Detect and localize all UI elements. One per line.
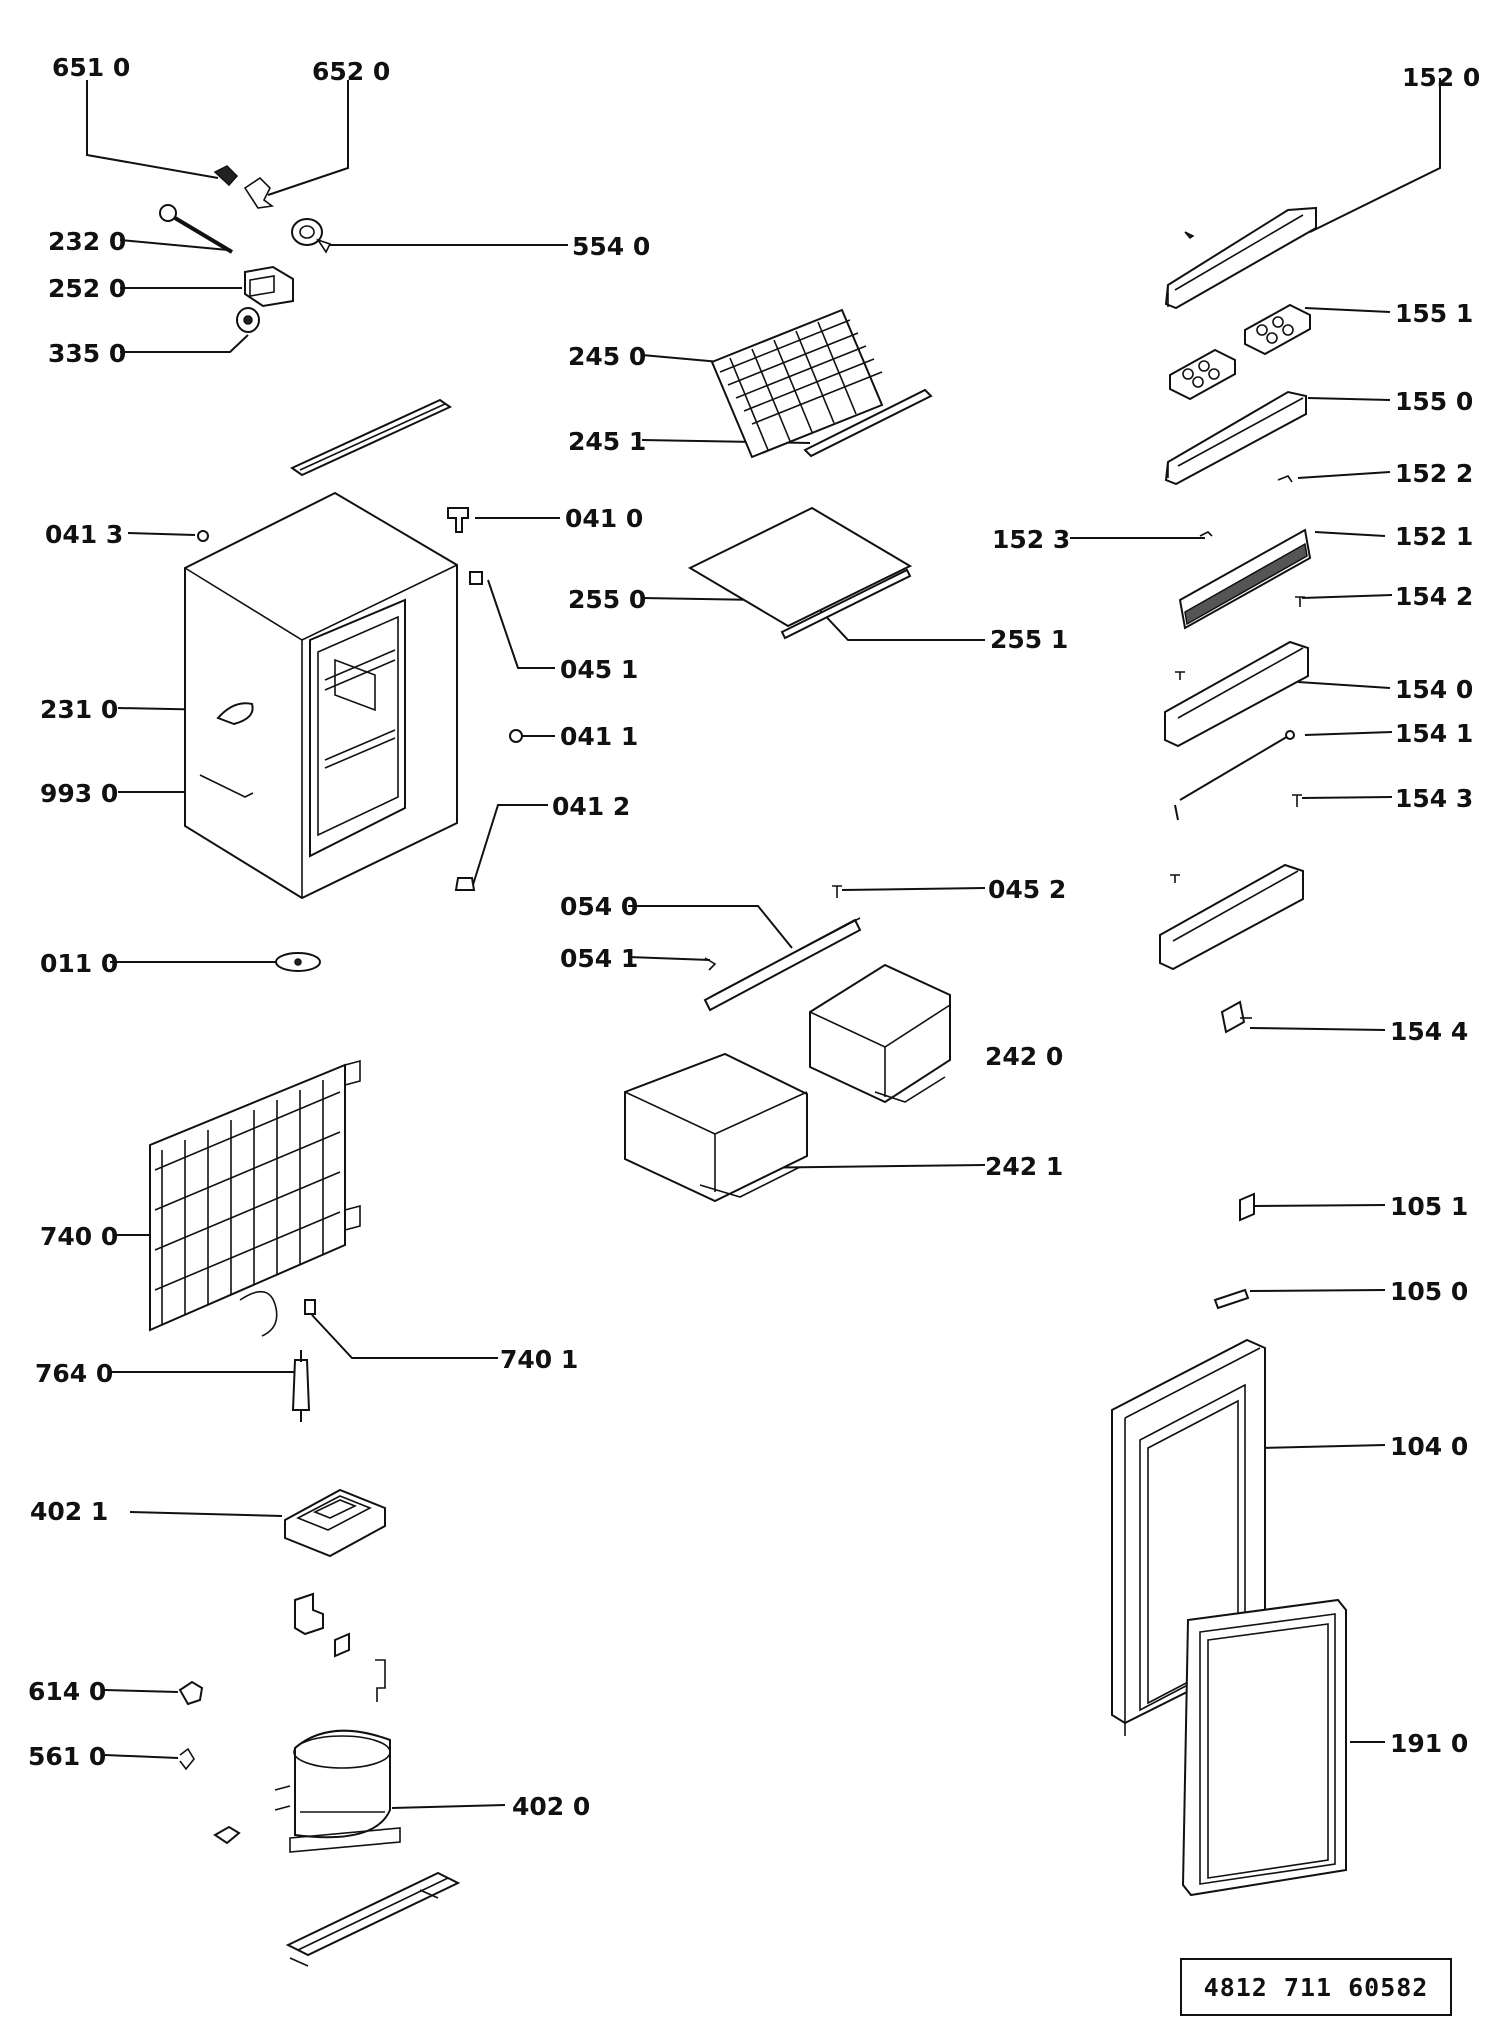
cap-614	[178, 1680, 204, 1706]
knob-335	[236, 307, 260, 333]
label-554-0: 554 0	[572, 232, 650, 261]
label-152-3: 152 3	[992, 525, 1070, 554]
small-plug-041-3	[197, 530, 209, 542]
drip-tray-402-1	[284, 1488, 386, 1558]
plug-041-1	[509, 729, 523, 743]
top-trim-strip	[289, 398, 453, 477]
bottle-shelf-152	[1164, 206, 1317, 310]
egg-tray-155-1	[1244, 303, 1311, 356]
label-740-1: 740 1	[500, 1345, 578, 1374]
label-614-0: 614 0	[28, 1677, 106, 1706]
screw-154-2	[1295, 596, 1305, 607]
screw-154-3	[1292, 794, 1302, 807]
label-154-4: 154 4	[1390, 1017, 1468, 1046]
bracket-652	[243, 176, 275, 209]
label-011-0: 011 0	[40, 949, 118, 978]
crisper-drawer-242	[809, 963, 951, 1104]
rail-054	[703, 917, 862, 1012]
label-255-1: 255 1	[990, 625, 1068, 654]
hinge-cap-105-1	[1239, 1192, 1255, 1222]
label-651-0: 651 0	[52, 53, 130, 82]
label-242-1: 242 1	[985, 1152, 1063, 1181]
label-402-1: 402 1	[30, 1497, 108, 1526]
screw-045-2	[832, 885, 842, 898]
drier-764	[291, 1350, 311, 1422]
part-labels: 651 0 652 0 232 0 554 0 252 0 335 0 245 …	[28, 53, 1480, 1821]
clip-561	[179, 1747, 195, 1771]
label-993-0: 993 0	[40, 779, 118, 808]
label-152-1: 152 1	[1395, 522, 1473, 551]
label-154-3: 154 3	[1395, 784, 1473, 813]
label-154-2: 154 2	[1395, 582, 1473, 611]
door-shelf-154	[1164, 640, 1309, 748]
pin-152-3	[1199, 531, 1213, 537]
label-041-2: 041 2	[552, 792, 630, 821]
label-154-0: 154 0	[1395, 675, 1473, 704]
grommet-740-1	[304, 1299, 316, 1315]
label-041-3: 041 3	[45, 520, 123, 549]
label-155-0: 155 0	[1395, 387, 1473, 416]
label-402-0: 402 0	[512, 1792, 590, 1821]
document-number: 4812 711 60582	[1203, 1972, 1429, 2002]
egg-shelf-155	[1164, 390, 1307, 486]
condenser-740	[149, 1059, 361, 1337]
document-number-box: 4812 711 60582	[1180, 1958, 1452, 2016]
label-054-1: 054 1	[560, 944, 638, 973]
label-335-0: 335 0	[48, 339, 126, 368]
label-105-0: 105 0	[1390, 1277, 1468, 1306]
hinge-bracket-041-0	[447, 507, 469, 533]
foot-041-2	[454, 877, 476, 891]
label-232-0: 232 0	[48, 227, 126, 256]
label-045-2: 045 2	[988, 875, 1066, 904]
washer-011	[275, 952, 321, 972]
clip-054-1	[704, 957, 717, 971]
label-152-0: 152 0	[1402, 63, 1480, 92]
thermostat-252	[244, 265, 294, 308]
clip-152-2	[1277, 475, 1293, 483]
hinge-105	[1213, 1288, 1250, 1310]
rod-154-1	[1174, 730, 1295, 821]
base-bracket	[285, 1871, 461, 1967]
pin-993	[199, 774, 254, 798]
hinge-154-4	[1220, 1000, 1252, 1034]
relay-block	[294, 1592, 386, 1702]
label-041-1: 041 1	[560, 722, 638, 751]
cabinet-body	[184, 491, 458, 900]
label-740-0: 740 0	[40, 1222, 118, 1251]
glass-shelf-255	[687, 506, 913, 640]
egg-tray-small	[1169, 348, 1236, 401]
label-054-0: 054 0	[560, 892, 638, 921]
label-764-0: 764 0	[35, 1359, 113, 1388]
label-652-0: 652 0	[312, 57, 390, 86]
thermostat-knob-651	[213, 165, 239, 187]
clip-045-1	[469, 571, 483, 585]
door-gasket-191	[1181, 1598, 1347, 1897]
thermostat-rod-232	[159, 204, 234, 254]
flap-152-1	[1178, 528, 1312, 630]
crisper-drawer-242-1	[624, 1052, 808, 1203]
label-191-0: 191 0	[1390, 1729, 1468, 1758]
label-152-2: 152 2	[1395, 459, 1473, 488]
wire-shelf-245	[710, 308, 884, 459]
label-155-1: 155 1	[1395, 299, 1473, 328]
label-245-1: 245 1	[568, 427, 646, 456]
shelf-trim-245-1	[803, 388, 933, 458]
handle-plate-231	[216, 702, 254, 726]
label-105-1: 105 1	[1390, 1192, 1468, 1221]
label-104-0: 104 0	[1390, 1432, 1468, 1461]
door-shelf-lower	[1159, 863, 1304, 971]
label-245-0: 245 0	[568, 342, 646, 371]
label-561-0: 561 0	[28, 1742, 106, 1771]
label-041-0: 041 0	[565, 504, 643, 533]
label-045-1: 045 1	[560, 655, 638, 684]
lamp-socket-554	[291, 218, 332, 254]
grommet-small	[213, 1825, 241, 1845]
label-255-0: 255 0	[568, 585, 646, 614]
label-242-0: 242 0	[985, 1042, 1063, 1071]
compressor-402	[274, 1729, 401, 1853]
label-252-0: 252 0	[48, 274, 126, 303]
label-231-0: 231 0	[40, 695, 118, 724]
label-154-1: 154 1	[1395, 719, 1473, 748]
